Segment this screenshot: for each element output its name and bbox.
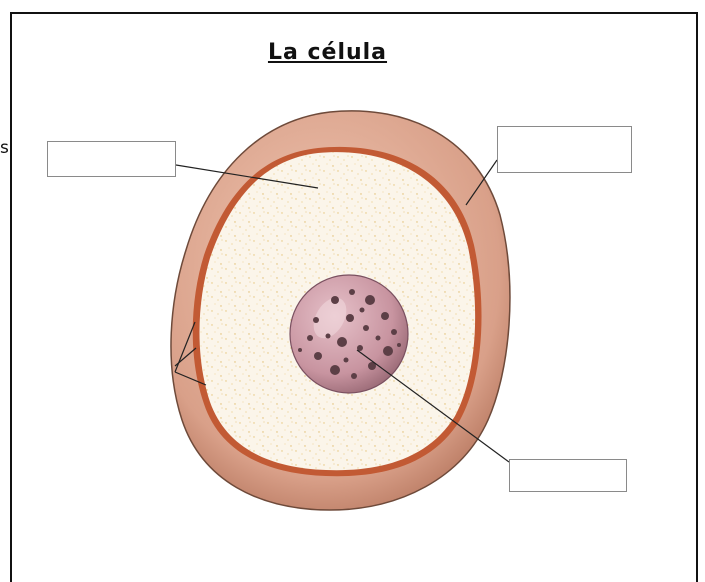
label-box-bottom[interactable] [509,459,627,492]
label-box-left[interactable] [47,141,176,177]
nucleus [290,275,408,393]
label-box-right[interactable] [497,126,632,173]
